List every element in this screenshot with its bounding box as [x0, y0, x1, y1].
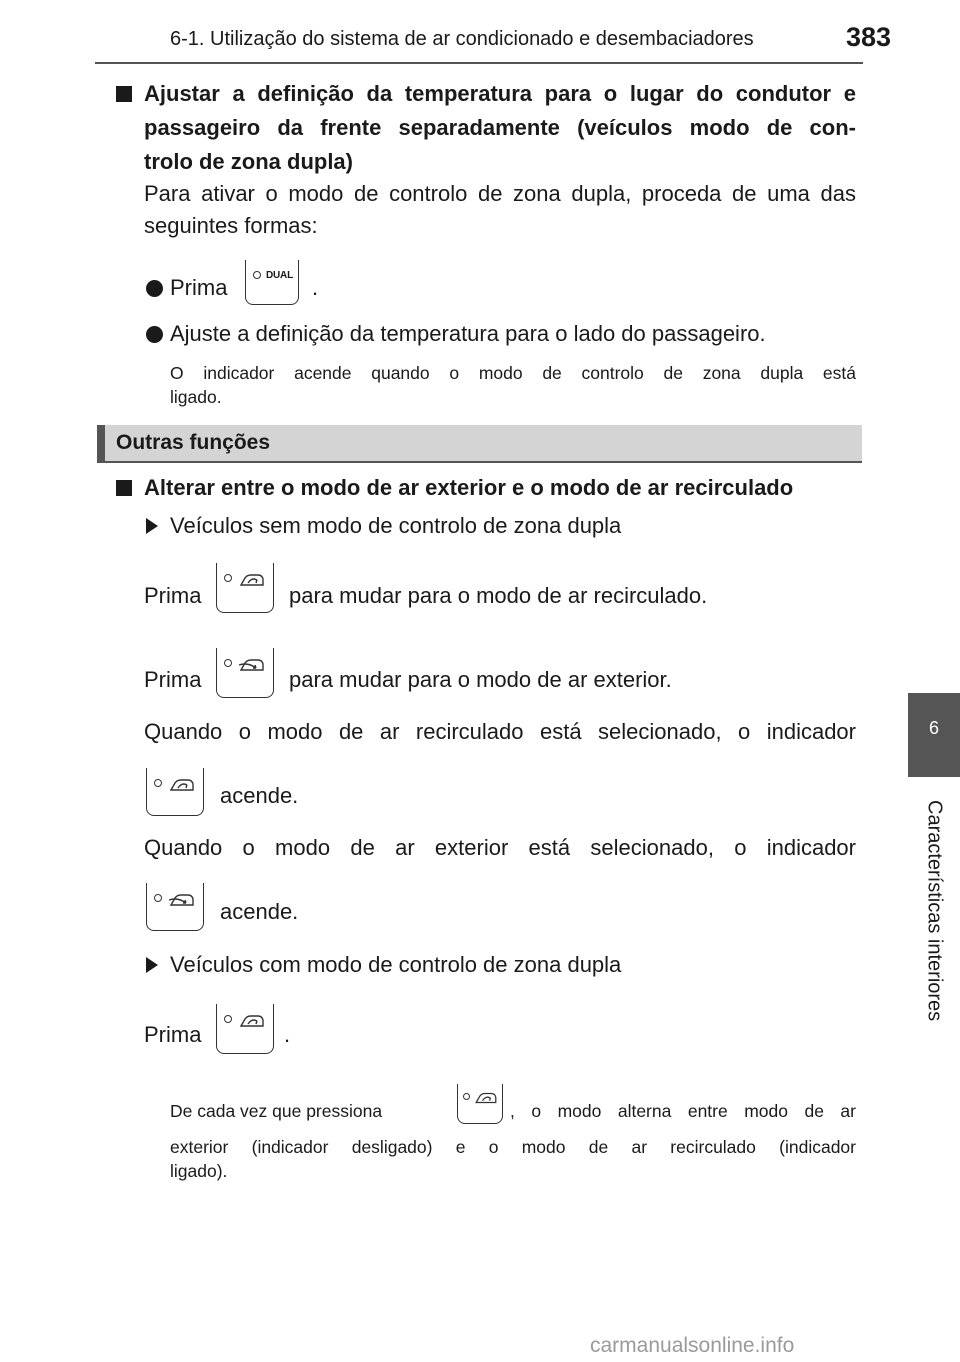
intro-line2: seguintes formas:: [144, 213, 318, 238]
car-outside-air-icon: [168, 894, 194, 906]
section-bar-rule: [97, 461, 862, 463]
car-recirculate-icon: [169, 779, 194, 791]
bullet1-text: Prima: [170, 275, 228, 300]
chapter-label: Características interiores: [923, 800, 946, 1022]
triangle-bullet-icon: [146, 518, 158, 534]
bullet2-text: Ajuste a definição da temperatura para o…: [170, 321, 766, 346]
car-recirculate-icon: [475, 1092, 497, 1104]
vehicles-with-dual: Veículos com modo de controlo de zona du…: [170, 952, 622, 977]
round-bullet-icon: [146, 326, 163, 343]
note-pre: De cada vez que pressiona: [170, 1101, 383, 1121]
indicator-led-icon: [224, 574, 232, 582]
triangle-bullet-icon: [146, 957, 158, 973]
outside-selected-line1: Quando o modo de ar exterior está seleci…: [144, 835, 856, 860]
square-bullet-icon: [116, 86, 132, 102]
section-bar: [97, 425, 862, 462]
press-outside-pre: Prima: [144, 667, 202, 692]
chapter-number: 6: [928, 718, 939, 738]
note-line3: ligado).: [170, 1161, 228, 1181]
note-line2: exterior (indicador desligado) e o modo …: [170, 1137, 856, 1157]
outside-selected-line2: acende.: [220, 899, 299, 924]
note-line1: O indicador acende quando o modo de cont…: [170, 363, 856, 383]
recirculate-button-icon: [216, 563, 274, 613]
recirculate-indicator-icon: [146, 768, 204, 816]
chapter-tab: [908, 693, 960, 777]
indicator-led-icon: [253, 271, 261, 279]
recirculate-button-icon: [457, 1084, 503, 1124]
watermark: carmanualsonline.info: [590, 1334, 795, 1357]
note-line2: ligado.: [170, 387, 222, 407]
dual-button-label: DUAL: [266, 270, 293, 281]
page-number: 383: [846, 22, 892, 52]
indicator-led-icon: [154, 894, 162, 902]
square-bullet-icon: [116, 480, 132, 496]
recirc-selected-line1: Quando o modo de ar recirculado está sel…: [144, 719, 856, 744]
vehicles-without-dual: Veículos sem modo de controlo de zona du…: [170, 513, 622, 538]
car-recirculate-icon: [239, 1015, 264, 1027]
outside-air-indicator-icon: [146, 883, 204, 931]
press-recirc-pre: Prima: [144, 583, 202, 608]
bullet1-period: .: [312, 275, 319, 300]
note-post: , o modo alterna entre modo de ar: [510, 1101, 856, 1121]
outside-air-button-icon: [216, 648, 274, 698]
indicator-led-icon: [224, 659, 232, 667]
header-rule: [95, 62, 863, 64]
car-recirculate-icon: [239, 574, 264, 586]
press-dual-pre: Prima: [144, 1022, 202, 1047]
section-bar-title: Outras funções: [116, 431, 271, 454]
round-bullet-icon: [146, 280, 163, 297]
dual-button-icon: DUAL: [245, 260, 299, 305]
section-heading-line1: Ajustar a definição da temperatura para …: [144, 81, 856, 106]
indicator-led-icon: [154, 779, 162, 787]
car-outside-air-icon: [238, 659, 264, 671]
section-heading-line3: trolo de zona dupla): [144, 149, 353, 174]
section-bar-accent: [97, 425, 105, 462]
intro-line1: Para ativar o modo de controlo de zona d…: [144, 181, 856, 206]
press-dual-period: .: [284, 1022, 291, 1047]
press-outside-post: para mudar para o modo de ar exterior.: [289, 667, 672, 692]
section-heading-line2: passageiro da frente separadamente (veíc…: [144, 115, 856, 140]
running-header-title: 6-1. Utilização do sistema de ar condici…: [170, 28, 754, 50]
press-recirc-post: para mudar para o modo de ar recirculado…: [289, 583, 708, 608]
subsection-heading: Alterar entre o modo de ar exterior e o …: [144, 475, 794, 500]
recirc-selected-line2: acende.: [220, 783, 299, 808]
indicator-led-icon: [224, 1015, 232, 1023]
indicator-led-icon: [463, 1093, 470, 1100]
recirculate-button-icon: [216, 1004, 274, 1054]
